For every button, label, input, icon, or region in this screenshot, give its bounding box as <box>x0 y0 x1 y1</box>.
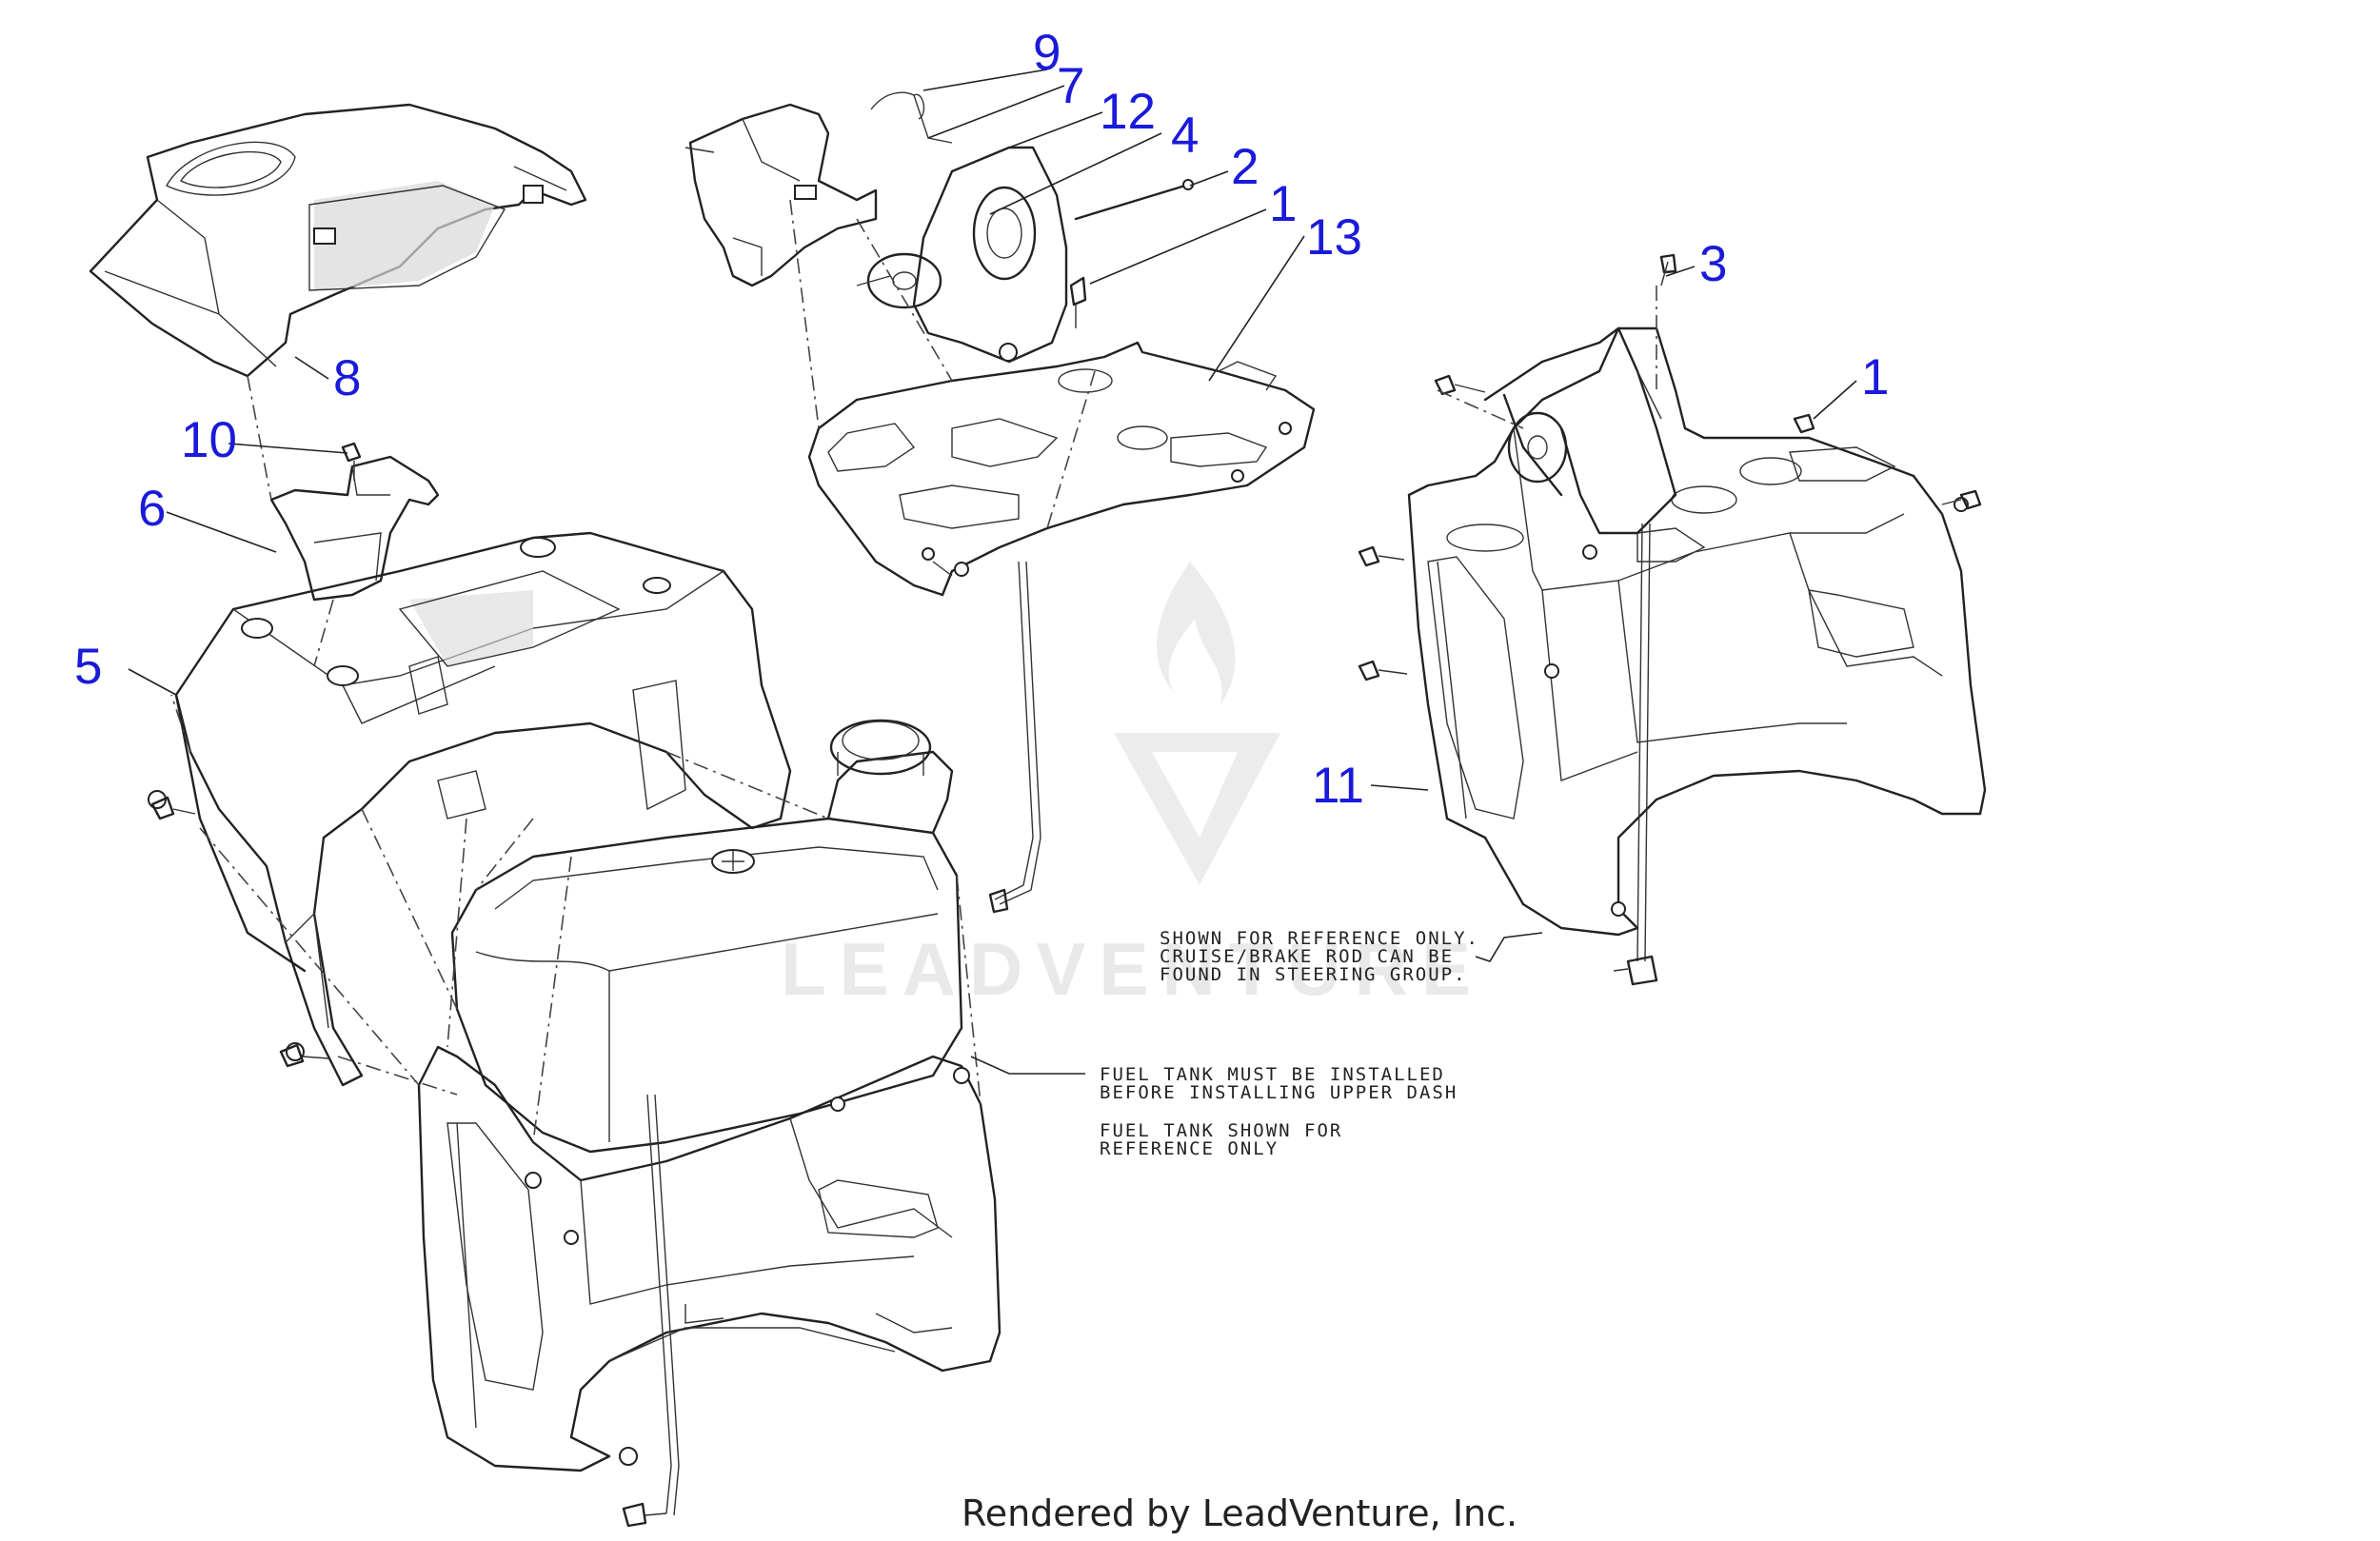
callout-11: 11 <box>1312 758 1364 814</box>
note-cruise-line-3: FOUND IN STEERING GROUP. <box>1160 964 1467 985</box>
part-13-dash-tower <box>856 146 1068 364</box>
screws-right <box>1358 253 1982 682</box>
note-fuel-line-3: FUEL TANK SHOWN FOR <box>1100 1120 1342 1141</box>
callout-leaders <box>128 69 1857 1075</box>
callout-6: 6 <box>138 481 166 537</box>
hardware-spring-rod <box>870 91 1194 362</box>
callout-2: 2 <box>1231 139 1259 195</box>
callout-4: 4 <box>1171 108 1199 164</box>
callout-8: 8 <box>333 350 361 406</box>
callout-13: 13 <box>1306 209 1362 266</box>
note-cruise-brake: SHOWN FOR REFERENCE ONLY. CRUISE/BRAKE R… <box>1160 928 1479 985</box>
fuel-tank-reference <box>450 719 963 1154</box>
part-13-lower-frame <box>807 341 1316 597</box>
callout-labels: 9 7 12 4 2 1 13 3 1 8 10 6 5 11 <box>74 25 1889 814</box>
watermark-text: LEADVENTURE <box>781 927 1484 1011</box>
part-12-console-bracket <box>684 103 878 287</box>
part-11-lower-dash-assembled <box>1407 326 1987 937</box>
watermark-logo: LEADVENTURE <box>781 562 1484 1011</box>
callout-1-top: 1 <box>1269 176 1297 232</box>
lower-dash-front <box>417 1045 1002 1472</box>
callout-3: 3 <box>1699 236 1727 292</box>
callout-9: 9 <box>1033 25 1061 81</box>
note-fuel-line-4: REFERENCE ONLY <box>1100 1138 1279 1159</box>
note-fuel-line-1: FUEL TANK MUST BE INSTALLED <box>1100 1064 1445 1085</box>
callout-7: 7 <box>1057 58 1084 114</box>
callout-1-right: 1 <box>1861 349 1889 405</box>
screws-left <box>150 442 362 1068</box>
cruise-brake-rods <box>622 523 1658 1528</box>
note-fuel-tank: FUEL TANK MUST BE INSTALLED BEFORE INSTA… <box>1100 1064 1458 1159</box>
callout-10: 10 <box>181 412 237 468</box>
note-fuel-line-2: BEFORE INSTALLING UPPER DASH <box>1100 1082 1458 1103</box>
note-cruise-line-2: CRUISE/BRAKE ROD CAN BE <box>1160 946 1454 967</box>
callout-5: 5 <box>74 639 102 695</box>
footer-credit: Rendered by LeadVenture, Inc. <box>962 1492 1517 1534</box>
part-5-upper-dash <box>148 531 792 1087</box>
assembly-dashed-lines <box>170 199 1657 1143</box>
part-8-top-cover <box>89 103 587 378</box>
note-cruise-line-1: SHOWN FOR REFERENCE ONLY. <box>1160 928 1479 949</box>
callout-12: 12 <box>1100 84 1156 140</box>
